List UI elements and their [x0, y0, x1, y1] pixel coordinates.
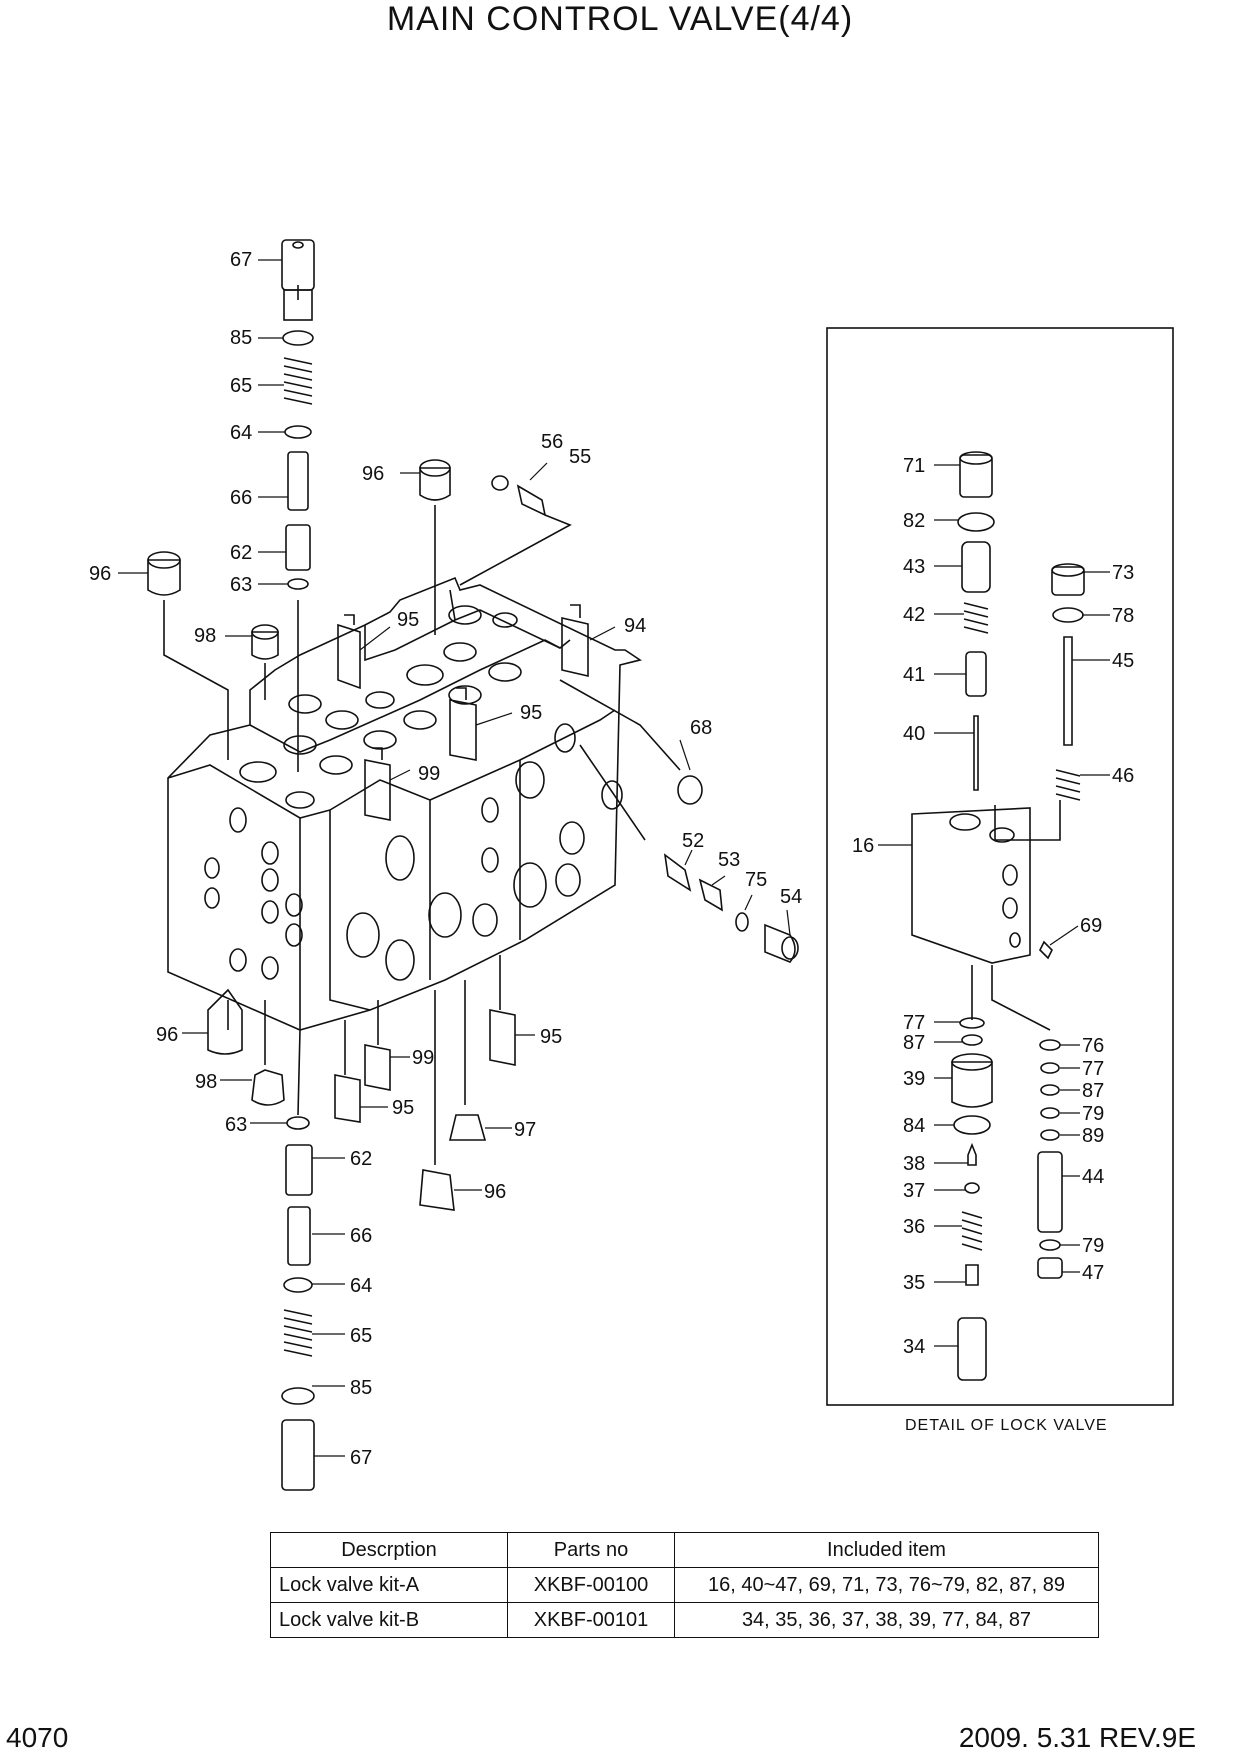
upper-left-plugs — [147, 459, 799, 963]
callout-95-lower-a: 95 — [392, 1097, 414, 1119]
callout-63-lower: 63 — [225, 1114, 247, 1136]
callout-84: 84 — [903, 1115, 925, 1137]
callout-95-lower-b: 95 — [540, 1026, 562, 1048]
table-row: Lock valve kit-B XKBF-00101 34, 35, 36, … — [270, 1602, 1099, 1638]
callout-36: 36 — [903, 1216, 925, 1238]
callout-44: 44 — [1082, 1166, 1104, 1188]
callout-65-lower: 65 — [350, 1325, 372, 1347]
callout-79-lower: 79 — [1082, 1235, 1104, 1257]
callout-54: 54 — [780, 886, 802, 908]
page-number: 4070 — [6, 1722, 69, 1753]
callout-16: 16 — [852, 835, 874, 857]
callout-97: 97 — [514, 1119, 536, 1141]
callout-73: 73 — [1112, 562, 1134, 584]
lock-valve-detail — [911, 451, 1085, 1381]
callout-66-top: 66 — [230, 487, 252, 509]
callout-69: 69 — [1080, 915, 1102, 937]
callout-41: 41 — [903, 664, 925, 686]
cell-included-item: 16, 40~47, 69, 71, 73, 76~79, 82, 87, 89 — [674, 1567, 1099, 1603]
callout-labels: 67 85 65 64 66 62 63 96 98 96 95 56 55 9… — [89, 249, 1134, 1469]
header-parts-no: Parts no — [507, 1532, 675, 1568]
callout-96-lower-left: 96 — [156, 1024, 178, 1046]
callout-35: 35 — [903, 1272, 925, 1294]
callout-68: 68 — [690, 717, 712, 739]
callout-45: 45 — [1112, 650, 1134, 672]
callout-76: 76 — [1082, 1035, 1104, 1057]
callout-99-upper: 99 — [418, 763, 440, 785]
callout-46: 46 — [1112, 765, 1134, 787]
callout-94: 94 — [624, 615, 646, 637]
callout-47: 47 — [1082, 1262, 1104, 1284]
cell-included-item: 34, 35, 36, 37, 38, 39, 77, 84, 87 — [674, 1602, 1099, 1638]
detail-frame — [826, 327, 1174, 1406]
callout-66-lower: 66 — [350, 1225, 372, 1247]
header-included-item: Included item — [674, 1532, 1099, 1568]
callout-42: 42 — [903, 604, 925, 626]
callout-38: 38 — [903, 1153, 925, 1175]
callout-95-mid: 95 — [520, 702, 542, 724]
callout-65-top: 65 — [230, 375, 252, 397]
callout-63-top: 63 — [230, 574, 252, 596]
cell-description: Lock valve kit-A — [270, 1567, 508, 1603]
cell-parts-no: XKBF-00100 — [507, 1567, 675, 1603]
callout-77-right: 77 — [1082, 1058, 1104, 1080]
callout-53: 53 — [718, 849, 740, 871]
callout-56: 56 — [541, 431, 563, 453]
table-row: Lock valve kit-A XKBF-00100 16, 40~47, 6… — [270, 1567, 1099, 1603]
lower-parts — [207, 955, 516, 1491]
callout-98-lower: 98 — [195, 1071, 217, 1093]
callout-37: 37 — [903, 1180, 925, 1202]
callout-67-top: 67 — [230, 249, 252, 271]
callout-52: 52 — [682, 830, 704, 852]
callout-64-top: 64 — [230, 422, 252, 444]
detail-caption: DETAIL OF LOCK VALVE — [905, 1417, 1108, 1434]
callout-96-top: 96 — [362, 463, 384, 485]
callout-34: 34 — [903, 1336, 925, 1358]
callout-85-lower: 85 — [350, 1377, 372, 1399]
cell-description: Lock valve kit-B — [270, 1602, 508, 1638]
callout-87-left: 87 — [903, 1032, 925, 1054]
leader-lines — [118, 259, 1110, 1457]
callout-64-lower: 64 — [350, 1275, 372, 1297]
callout-87-right: 87 — [1082, 1080, 1104, 1102]
callout-67-lower: 67 — [350, 1447, 372, 1469]
callout-96-lower: 96 — [484, 1181, 506, 1203]
callout-99-lower: 99 — [412, 1047, 434, 1069]
callout-40: 40 — [903, 723, 925, 745]
callout-71: 71 — [903, 455, 925, 477]
callout-82: 82 — [903, 510, 925, 532]
parts-kit-table: Descrption Parts no Included item Lock v… — [270, 1532, 1099, 1638]
callout-96-left: 96 — [89, 563, 111, 585]
cell-parts-no: XKBF-00101 — [507, 1602, 675, 1638]
callout-98-left: 98 — [194, 625, 216, 647]
callout-89: 89 — [1082, 1125, 1104, 1147]
valve-body — [167, 576, 642, 1031]
left-stack-top — [281, 239, 315, 772]
callout-79-upper: 79 — [1082, 1103, 1104, 1125]
callout-39: 39 — [903, 1068, 925, 1090]
callout-62-top: 62 — [230, 542, 252, 564]
header-description: Descrption — [270, 1532, 508, 1568]
date-revision: 2009. 5.31 REV.9E — [958, 1722, 1196, 1753]
callout-85-top: 85 — [230, 327, 252, 349]
callout-62-lower: 62 — [350, 1148, 372, 1170]
callout-55: 55 — [569, 446, 591, 468]
callout-95-upper: 95 — [397, 609, 419, 631]
page-title: MAIN CONTROL VALVE(4/4) — [386, 0, 854, 38]
callout-78: 78 — [1112, 605, 1134, 627]
table-header-row: Descrption Parts no Included item — [270, 1532, 1099, 1568]
callout-77-left: 77 — [903, 1012, 925, 1034]
callout-43: 43 — [903, 556, 925, 578]
callout-75: 75 — [745, 869, 767, 891]
